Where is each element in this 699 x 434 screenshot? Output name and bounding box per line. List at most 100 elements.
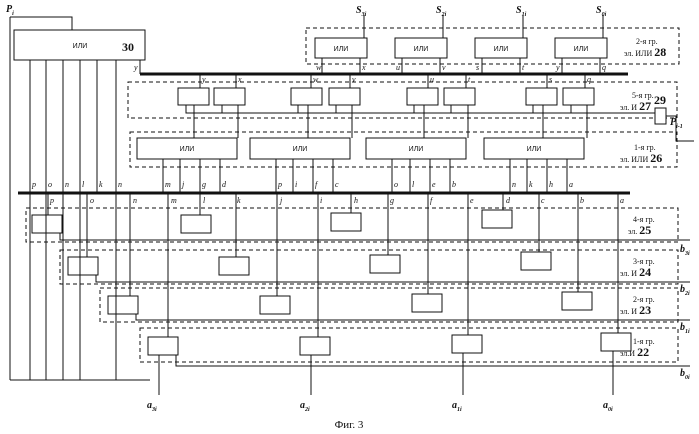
svg-text:f: f bbox=[430, 196, 434, 205]
label-30-y: y bbox=[133, 63, 138, 72]
bus-to-27-wires bbox=[200, 74, 585, 88]
input-s0-label: S0i bbox=[596, 5, 607, 18]
or-gate-28-1-label: ИЛИ bbox=[334, 46, 349, 53]
and-gate-23-1 bbox=[108, 296, 138, 314]
label-bus-u: u bbox=[430, 75, 434, 84]
svg-text:m: m bbox=[171, 196, 177, 205]
svg-text:n: n bbox=[118, 180, 122, 189]
group-24-subtitle: эл. И24 bbox=[620, 265, 651, 279]
svg-text:l: l bbox=[412, 180, 415, 189]
wire-b3 bbox=[60, 233, 690, 240]
svg-text:h: h bbox=[549, 180, 553, 189]
group-28-subtitle: эл. ИЛИ28 bbox=[624, 45, 666, 59]
input-s3-label: S3i bbox=[356, 5, 367, 18]
or-gate-26-2-label: ИЛИ bbox=[293, 146, 308, 153]
and-gate-25-2 bbox=[181, 215, 211, 233]
svg-text:a: a bbox=[620, 196, 624, 205]
label-bus-w: w bbox=[313, 75, 319, 84]
svg-text:p: p bbox=[49, 196, 54, 205]
label-bus-x: x bbox=[237, 75, 242, 84]
group-25-subtitle: эл.25 bbox=[628, 223, 651, 237]
or30-down-wires bbox=[30, 60, 97, 193]
and-gate-27-3 bbox=[291, 88, 322, 105]
or-gate-26-3-label: ИЛИ bbox=[409, 146, 424, 153]
group-23-subtitle: эл. И23 bbox=[620, 303, 651, 317]
label-bus-t: t bbox=[468, 75, 471, 84]
output-a1-label: a1i bbox=[452, 400, 462, 413]
svg-text:n: n bbox=[65, 180, 69, 189]
figure-caption: Фиг. 3 bbox=[335, 419, 364, 431]
output-b3-label: b3i bbox=[680, 244, 690, 257]
and-gate-24-2 bbox=[219, 257, 249, 275]
label-w: w bbox=[316, 63, 322, 72]
and-gate-25-1 bbox=[32, 215, 62, 233]
and-gate-22-3 bbox=[452, 335, 482, 353]
output-b0-label: b0i bbox=[680, 368, 690, 381]
svg-text:c: c bbox=[541, 196, 545, 205]
svg-text:h: h bbox=[354, 196, 358, 205]
or-gate-28-3-label: ИЛИ bbox=[494, 46, 509, 53]
a-output-wires bbox=[159, 351, 613, 395]
svg-text:f: f bbox=[315, 180, 319, 189]
and-gate-22-2 bbox=[300, 337, 330, 355]
or30-labels: p o n l k n bbox=[31, 180, 122, 189]
svg-text:p: p bbox=[277, 180, 282, 189]
wire-b1 bbox=[136, 314, 690, 320]
and-gate-24-4 bbox=[521, 252, 551, 270]
svg-text:n: n bbox=[133, 196, 137, 205]
and-gate-27-1 bbox=[178, 88, 209, 105]
and-gate-27-7 bbox=[526, 88, 557, 105]
label-bus-s: s bbox=[549, 75, 552, 84]
output-b1-label: b1i bbox=[680, 322, 690, 335]
label-u: u bbox=[396, 63, 400, 72]
lower-bus-labels: p o n m l k j i h g f e d c b a bbox=[49, 196, 624, 205]
and-gate-23-3 bbox=[412, 294, 442, 312]
or-gate-26-4-label: ИЛИ bbox=[527, 146, 542, 153]
svg-text:g: g bbox=[390, 196, 394, 205]
svg-text:p: p bbox=[31, 180, 36, 189]
svg-text:k: k bbox=[529, 180, 533, 189]
svg-text:a: a bbox=[569, 180, 573, 189]
svg-text:n: n bbox=[512, 180, 516, 189]
wire-pm-enable bbox=[186, 105, 655, 113]
output-b2-label: b2i bbox=[680, 284, 690, 297]
label-s: s bbox=[476, 63, 479, 72]
group-27-subtitle: эл. И27 bbox=[620, 99, 651, 113]
label-bus-q: q bbox=[587, 75, 591, 84]
or-gate-26-1-label: ИЛИ bbox=[180, 146, 195, 153]
or-gate-28-2-label: ИЛИ bbox=[414, 46, 429, 53]
and-gate-27-2 bbox=[214, 88, 245, 105]
label-bus-v: v bbox=[352, 75, 356, 84]
label-y: y bbox=[555, 63, 560, 72]
and-gate-25-3 bbox=[331, 213, 361, 231]
svg-text:j: j bbox=[181, 180, 185, 189]
svg-text:i: i bbox=[320, 196, 322, 205]
and-gate-27-4 bbox=[329, 88, 360, 105]
block-29-number: 29 bbox=[654, 93, 666, 107]
and-gate-24-1 bbox=[68, 257, 98, 275]
svg-text:o: o bbox=[48, 180, 52, 189]
svg-text:o: o bbox=[90, 196, 94, 205]
label-x: x bbox=[361, 63, 366, 72]
output-a0-label: a0i bbox=[603, 400, 613, 413]
and-gates-27 bbox=[178, 88, 594, 105]
or-gates-26 bbox=[137, 138, 584, 159]
svg-text:l: l bbox=[82, 180, 85, 189]
svg-text:k: k bbox=[99, 180, 103, 189]
and-gate-25-4 bbox=[482, 210, 512, 228]
group-22-frame bbox=[140, 328, 678, 362]
or-block-30-number: 30 bbox=[122, 40, 134, 54]
svg-text:e: e bbox=[432, 180, 436, 189]
output-a2-label: a2i bbox=[300, 400, 310, 413]
svg-text:i: i bbox=[295, 180, 297, 189]
and-gate-23-2 bbox=[260, 296, 290, 314]
and-gate-23-4 bbox=[562, 292, 592, 310]
svg-text:g: g bbox=[202, 180, 206, 189]
wire-b2 bbox=[96, 275, 690, 282]
svg-text:b: b bbox=[452, 180, 456, 189]
group-24-frame bbox=[60, 250, 678, 284]
and-gate-27-6 bbox=[444, 88, 475, 105]
input-p-label: Pi bbox=[6, 4, 14, 17]
